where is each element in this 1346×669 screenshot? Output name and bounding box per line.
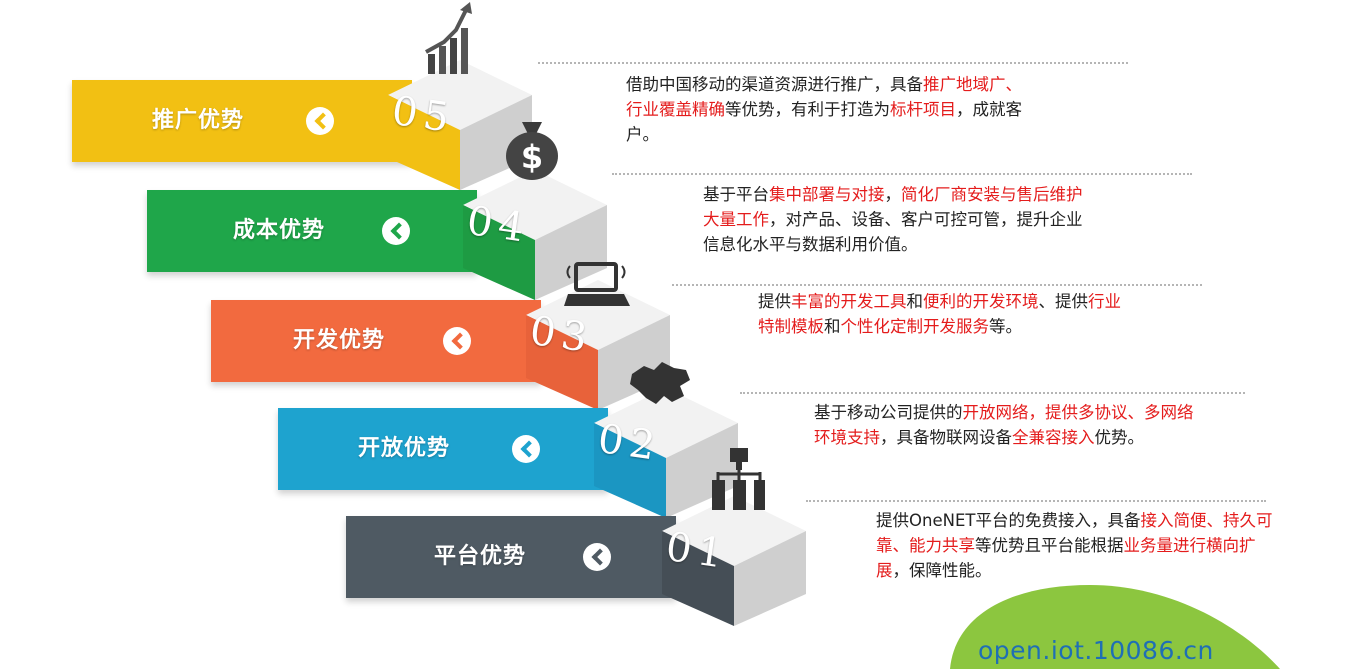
chevron-left-icon — [512, 435, 540, 463]
chevron-left-icon — [382, 217, 410, 245]
desc-platform: 提供OneNET平台的免费接入，具备接入简便、持久可靠、能力共享等优势且平台能根… — [876, 511, 1273, 580]
leader-line — [806, 500, 1266, 502]
cube-04: 04 — [455, 150, 615, 314]
svg-text:$: $ — [521, 138, 543, 176]
banner-label: 开放优势 — [358, 436, 451, 461]
desc-development: 提供丰富的开发工具和便利的开发环境、提供行业特制模板和个性化定制开发服务等。 — [758, 292, 1121, 336]
chevron-left-icon — [443, 327, 471, 355]
rising-bar-chart-icon — [425, 2, 472, 74]
leader-line — [612, 173, 1192, 175]
cube-05: 05 — [380, 40, 540, 204]
laptop-icon — [564, 262, 630, 306]
map-region-icon — [630, 362, 690, 404]
banner-platform: 平台优势 — [346, 516, 676, 598]
leader-line — [740, 392, 1245, 394]
desc-promotion: 借助中国移动的渠道资源进行推广，具备推广地域广、行业覆盖精确等优势，有利于打造为… — [626, 75, 1022, 144]
chevron-left-icon — [306, 107, 334, 135]
cube-02: 02 — [586, 368, 746, 532]
step-number: 02 — [595, 415, 664, 471]
desc-openness: 基于移动公司提供的开放网络，提供多协议、多网络环境支持，具备物联网设备全兼容接入… — [814, 403, 1194, 447]
chevron-left-icon — [583, 543, 611, 571]
website-url[interactable]: open.iot.10086.cn — [978, 636, 1214, 665]
banner-label: 开发优势 — [293, 328, 386, 353]
step-number: 04 — [464, 197, 533, 253]
step-number: 05 — [389, 87, 458, 143]
desc-cost: 基于平台集中部署与对接，简化厂商安装与售后维护大量工作，对产品、设备、客户可控可… — [703, 185, 1083, 254]
banner-cost: 成本优势 — [147, 190, 477, 272]
server-network-icon — [712, 448, 765, 510]
banner-label: 成本优势 — [233, 218, 326, 243]
banner-openness: 开放优势 — [278, 408, 608, 490]
cube-03: 03 — [518, 260, 678, 424]
banner-label: 推广优势 — [152, 108, 245, 133]
leader-line — [672, 284, 1202, 286]
banner-promotion: 推广优势 — [72, 80, 412, 162]
cube-01: 01 — [654, 476, 814, 640]
leader-line — [538, 62, 1128, 64]
banner-label: 平台优势 — [434, 544, 527, 569]
banner-development: 开发优势 — [211, 300, 541, 382]
step-number: 03 — [527, 307, 596, 363]
money-bag-icon: $ — [506, 122, 558, 180]
step-number: 01 — [663, 523, 732, 579]
